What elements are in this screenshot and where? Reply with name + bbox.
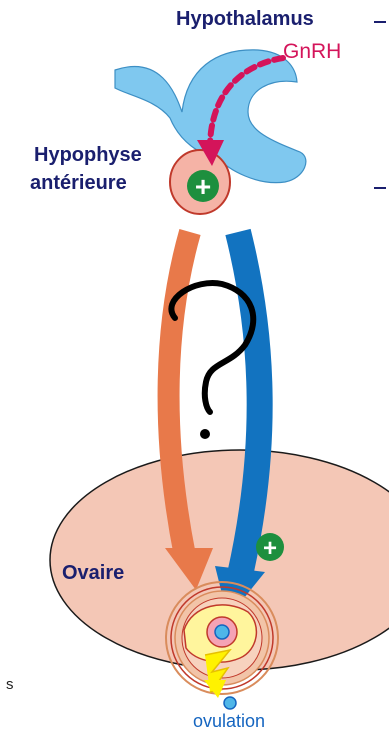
hypophyse-label-line2: antérieure <box>30 172 127 195</box>
hypothalamus-label: Hypothalamus <box>176 8 314 31</box>
question-mark-dot <box>200 429 210 439</box>
ovary-plus-sign: + <box>263 535 277 562</box>
stray-edge-text: s <box>6 676 14 693</box>
blue-arrow <box>238 232 260 575</box>
gnrh-label: GnRH <box>283 40 341 64</box>
follicle <box>166 582 278 694</box>
ovary-label: Ovaire <box>62 562 124 585</box>
hypophyse-label-line1: Hypophyse <box>34 144 142 167</box>
released-egg <box>224 697 236 709</box>
ovulation-label: ovulation <box>193 711 265 732</box>
orange-arrow <box>169 232 190 556</box>
pituitary-plus-sign: + <box>195 171 211 202</box>
